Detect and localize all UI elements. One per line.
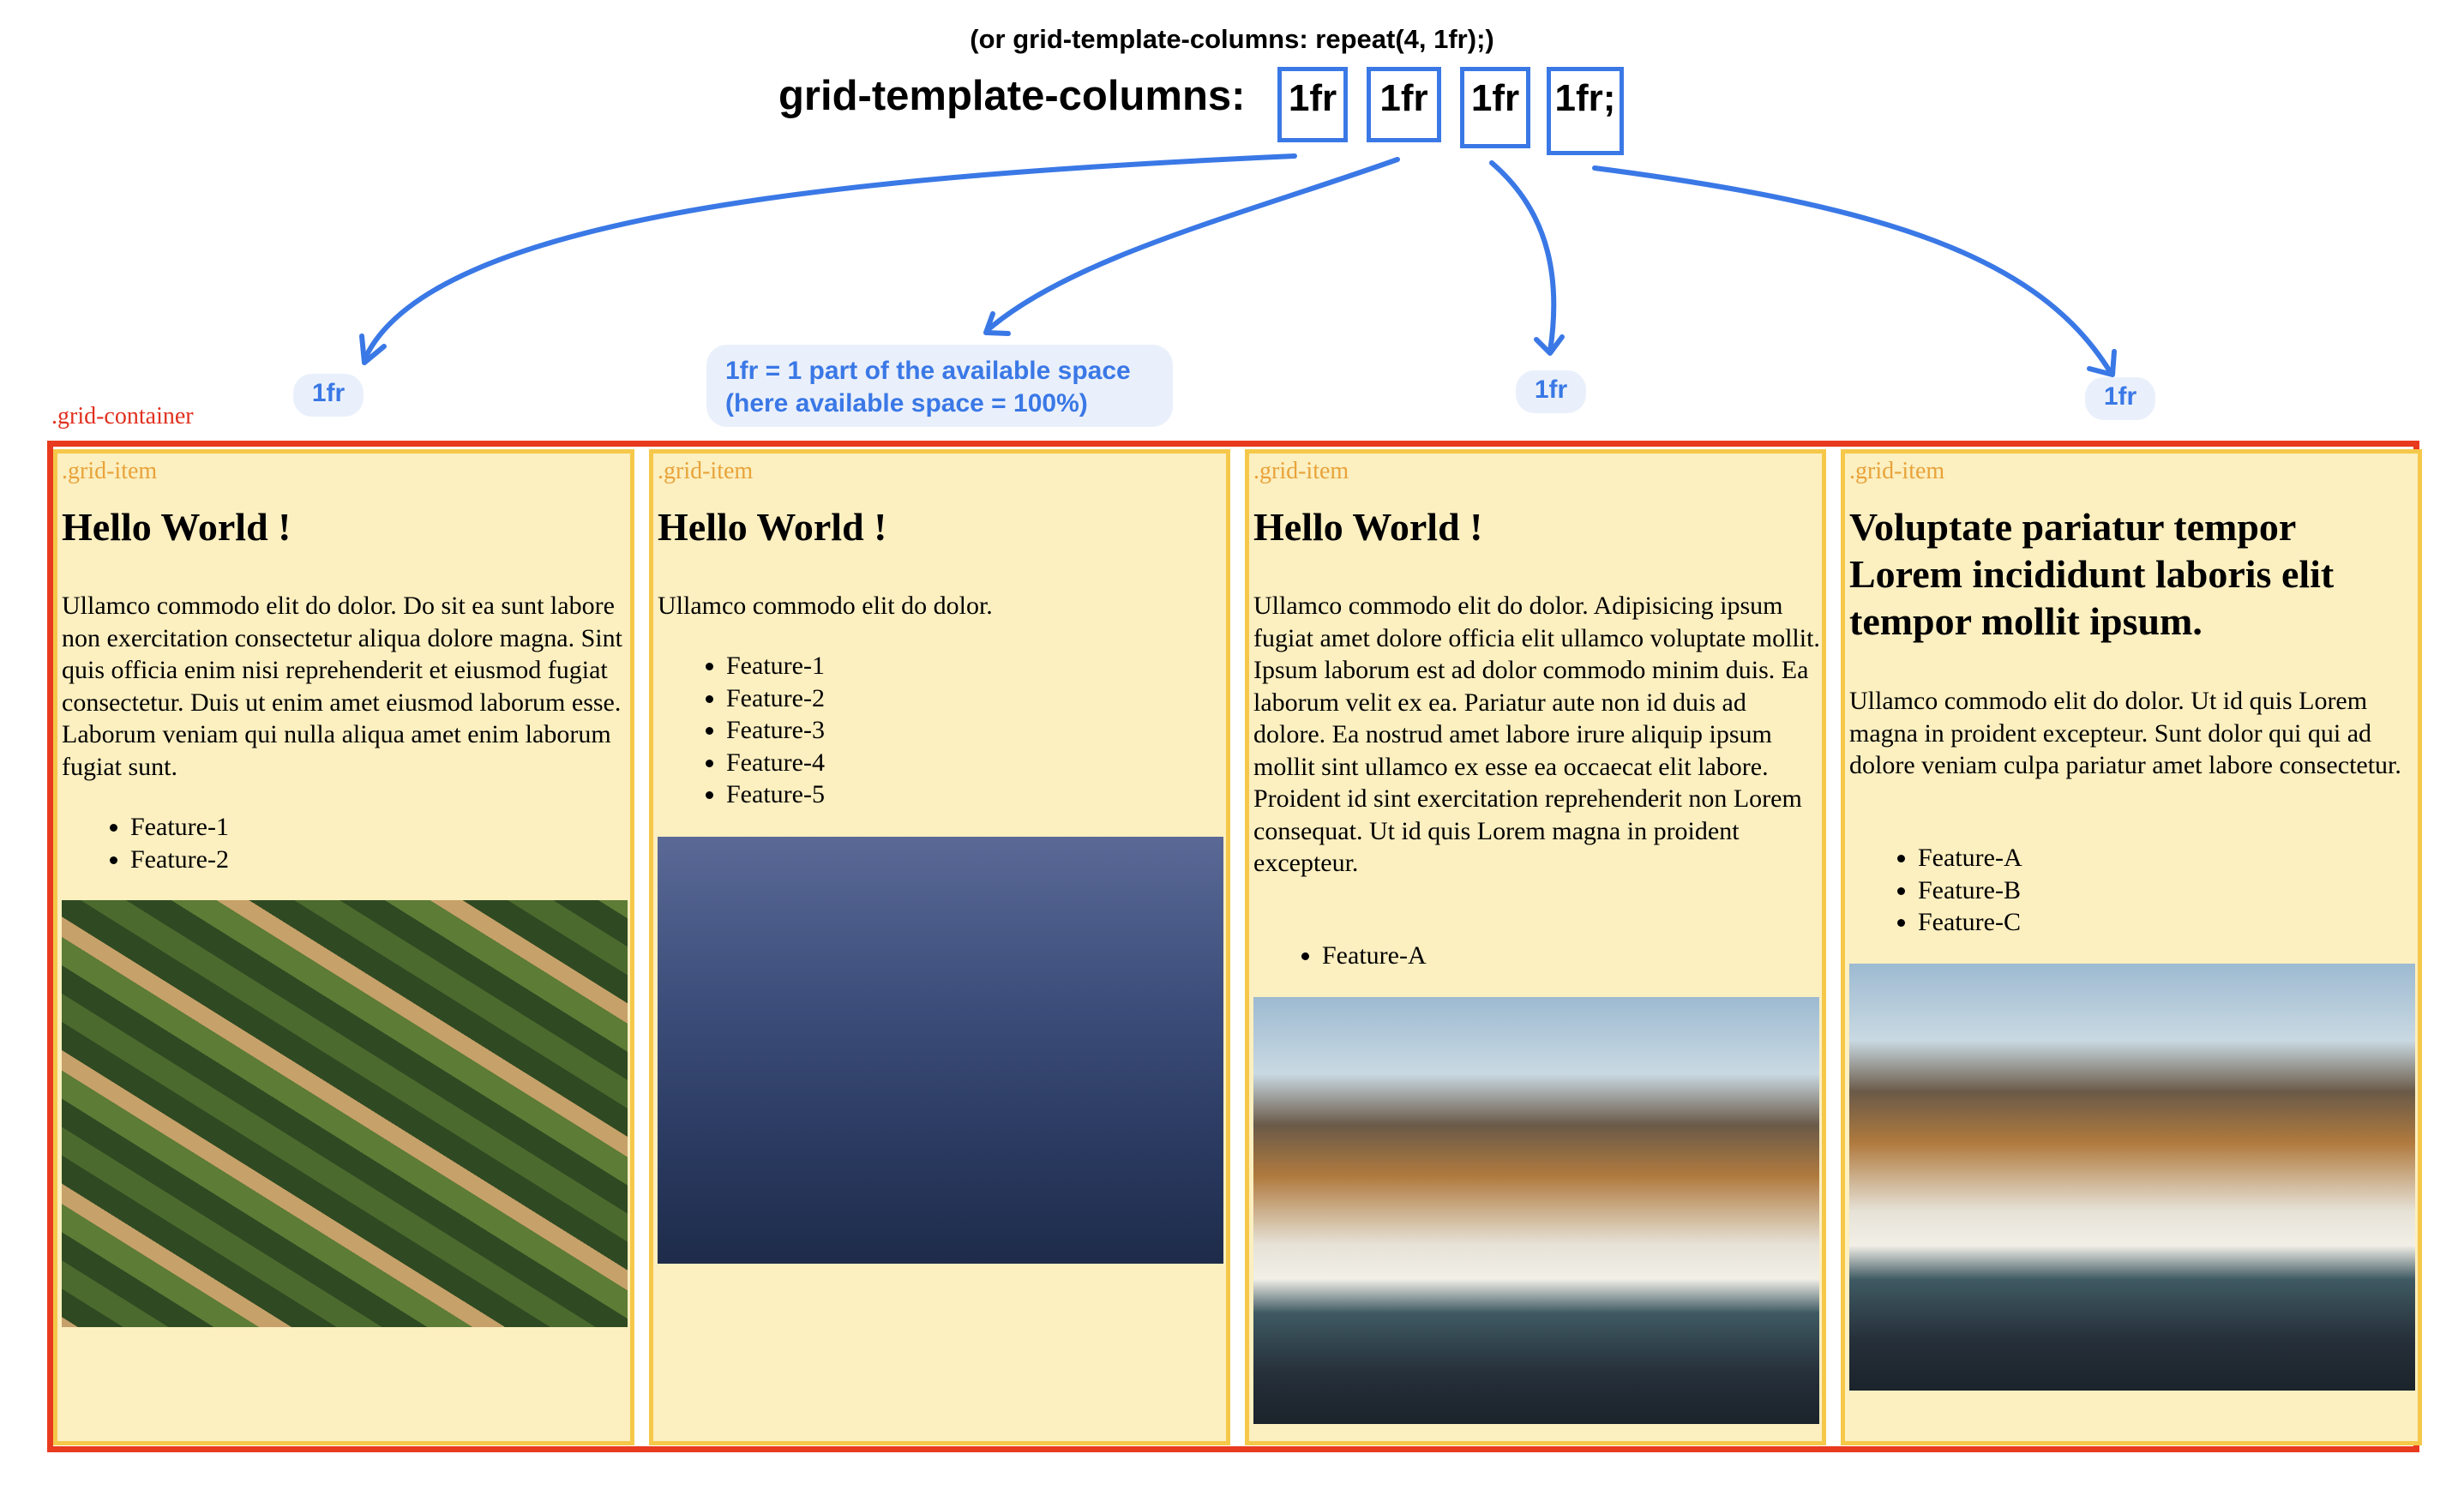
grid-item-label: .grid-item bbox=[1253, 458, 1349, 484]
col1-fr-badge: 1fr bbox=[293, 374, 364, 417]
list-item: Feature-2 bbox=[130, 844, 229, 876]
list-item: Feature-1 bbox=[130, 811, 229, 844]
grid-item-3: .grid-item Hello World ! Ullamco commodo… bbox=[1245, 449, 1826, 1445]
field-photo bbox=[62, 900, 628, 1327]
arrowhead-col1 bbox=[359, 333, 387, 365]
item-title: Hello World ! bbox=[62, 505, 291, 549]
list-item: Feature-1 bbox=[726, 650, 825, 682]
fr-box-1: 1fr bbox=[1277, 67, 1348, 142]
grid-item-label: .grid-item bbox=[62, 458, 158, 484]
arrow-to-col1 bbox=[362, 153, 1297, 363]
grid-item-label: .grid-item bbox=[1849, 458, 1945, 484]
sailboat-photo bbox=[1253, 997, 1819, 1424]
list-item: Feature-B bbox=[1918, 874, 2022, 907]
grid-item-4: .grid-item Voluptate pariatur tempor Lor… bbox=[1841, 449, 2422, 1445]
col3-fr-badge: 1fr bbox=[1516, 370, 1586, 413]
item-paragraph: Ullamco commodo elit do dolor. Adipisici… bbox=[1253, 592, 1820, 877]
fr-box-3: 1fr bbox=[1460, 67, 1530, 148]
feature-list: Feature-1 Feature-2 bbox=[62, 811, 229, 875]
arrow-to-col4 bbox=[1592, 165, 2113, 376]
list-item: Feature-A bbox=[1918, 842, 2022, 874]
grid-item-2: .grid-item Hello World ! Ullamco commodo… bbox=[649, 449, 1230, 1445]
arrow-to-col3 bbox=[1489, 160, 1557, 354]
grid-container-label: .grid-container bbox=[51, 403, 194, 430]
list-item: Feature-A bbox=[1322, 940, 1427, 972]
fr-explanation-line2: (here available space = 100%) bbox=[725, 389, 1088, 418]
col4-fr-badge: 1fr bbox=[2085, 377, 2155, 420]
list-item: Feature-4 bbox=[726, 747, 825, 779]
grid-item-label: .grid-item bbox=[658, 458, 754, 484]
list-item: Feature-2 bbox=[726, 682, 825, 715]
arrowhead-col3 bbox=[1534, 334, 1565, 356]
item-paragraph: Ullamco commodo elit do dolor. bbox=[658, 592, 993, 620]
grid-template-columns-label: grid-template-columns: bbox=[778, 73, 1246, 119]
grid-item-1: .grid-item Hello World ! Ullamco commodo… bbox=[53, 449, 634, 1445]
list-item: Feature-C bbox=[1918, 906, 2022, 939]
feature-list: Feature-A Feature-B Feature-C bbox=[1849, 842, 2022, 939]
fr-box-2: 1fr bbox=[1367, 67, 1441, 142]
arrowhead-col4 bbox=[2087, 349, 2117, 377]
item-paragraph: Ullamco commodo elit do dolor. Do sit ea… bbox=[62, 592, 622, 781]
fr-box-4: 1fr; bbox=[1547, 67, 1624, 155]
arrowhead-col2 bbox=[983, 311, 1011, 336]
col2-fr-explanation: 1fr = 1 part of the available space (her… bbox=[706, 345, 1173, 427]
list-item: Feature-5 bbox=[726, 778, 825, 811]
list-item: Feature-3 bbox=[726, 714, 825, 747]
feature-list: Feature-1 Feature-2 Feature-3 Feature-4 … bbox=[658, 650, 825, 811]
repeat-note: (or grid-template-columns: repeat(4, 1fr… bbox=[970, 24, 1494, 54]
item-title: Hello World ! bbox=[1253, 505, 1483, 549]
ocean-photo bbox=[658, 837, 1223, 1264]
sailboat-photo bbox=[1849, 964, 2415, 1391]
item-title: Hello World ! bbox=[658, 505, 887, 549]
item-paragraph: Ullamco commodo elit do dolor. Ut id qui… bbox=[1849, 687, 2401, 779]
fr-explanation-line1: 1fr = 1 part of the available space bbox=[725, 357, 1131, 385]
item-title: Voluptate pariatur tempor Lorem incididu… bbox=[1849, 505, 2335, 643]
arrow-to-col2 bbox=[985, 157, 1400, 333]
feature-list: Feature-A bbox=[1253, 940, 1427, 972]
